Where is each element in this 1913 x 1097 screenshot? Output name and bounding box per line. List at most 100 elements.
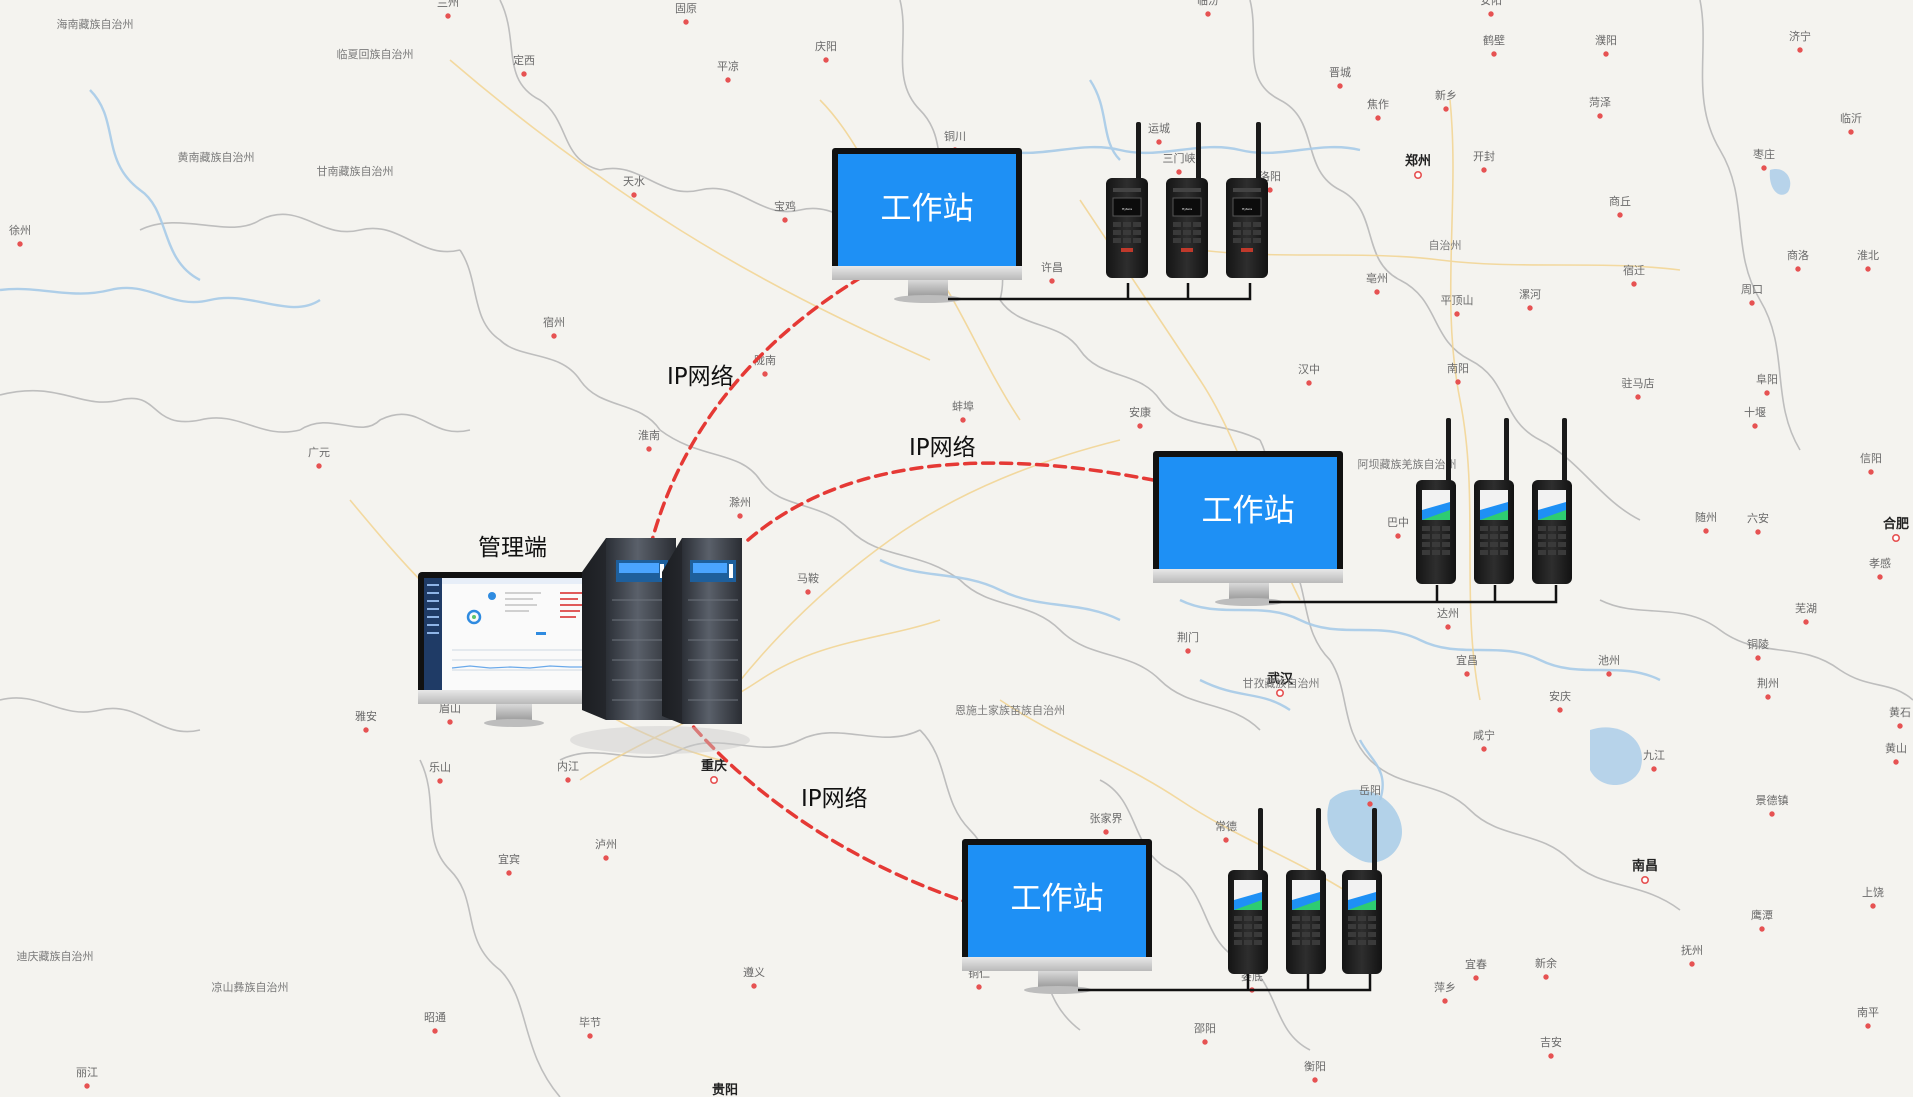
map-city-region: 凉山彝族自治州 [212, 980, 289, 994]
city-name-label: 晋城 [1329, 66, 1351, 79]
map-city-marker: 贵阳 [712, 1082, 738, 1097]
map-city-marker: 铜陵 [1747, 637, 1769, 661]
city-name-label: 新乡 [1435, 88, 1457, 102]
map-city-marker: 安庆 [1549, 689, 1571, 713]
workstation-top-label: 工作站 [881, 191, 974, 227]
map-city-region: 临夏回族自治州 [337, 47, 414, 61]
city-dot-icon [1749, 300, 1755, 306]
map-city-marker: 淮南 [638, 429, 660, 452]
city-dot-icon [1606, 671, 1612, 677]
city-dot-icon [1367, 801, 1373, 807]
map-city-marker: 焦作 [1367, 98, 1389, 121]
city-dot-icon [1205, 11, 1211, 17]
radio-group-top: Hytera Hytera Hytera [1106, 122, 1268, 278]
city-name-label: 南阳 [1447, 362, 1469, 375]
map-city-marker: 九江 [1643, 749, 1665, 772]
map-city-marker: 平凉 [717, 59, 739, 83]
city-dot-icon [960, 417, 966, 423]
map-city-marker: 孝感 [1869, 557, 1891, 580]
map-city-marker: 眉山 [439, 702, 461, 725]
map-city-marker: 荆门 [1177, 630, 1199, 654]
city-name-label: 安康 [1129, 405, 1151, 419]
ip-network-label-top: IP网络 [667, 364, 734, 390]
city-name-label: 九江 [1643, 749, 1665, 762]
city-dot-icon [631, 192, 637, 198]
city-dot-icon [1597, 113, 1603, 119]
city-name-label: 铜陵 [1747, 637, 1769, 651]
city-name-label: 合肥 [1883, 516, 1909, 532]
radio-icon [1532, 418, 1572, 584]
map-city-marker: 宜宾 [498, 852, 520, 876]
map-city-marker: 三门峡 [1163, 151, 1196, 175]
map-city-marker: 汉中 [1298, 363, 1320, 386]
server-rack [570, 538, 750, 754]
city-name-label: 景德镇 [1756, 793, 1789, 807]
city-name-label: 漯河 [1519, 288, 1541, 301]
map-city-marker: 亳州 [1366, 271, 1388, 295]
map-city-region: 海南藏族自治州 [57, 17, 134, 31]
map-city-marker: 商丘 [1609, 194, 1631, 218]
map-city-marker: 驻马店 [1622, 376, 1655, 400]
city-name-label: 宿迁 [1623, 263, 1645, 277]
city-dot-icon [751, 983, 757, 989]
city-dot-icon [1185, 648, 1191, 654]
city-dot-icon [1765, 694, 1771, 700]
city-name-label: 重庆 [701, 758, 727, 774]
city-name-label: 南平 [1857, 1006, 1879, 1019]
map-city-marker: 安康 [1129, 405, 1151, 429]
map-city-marker: 抚州 [1681, 943, 1703, 967]
ip-link-top [648, 255, 900, 550]
city-name-label: 阿坝藏族羌族自治州 [1358, 457, 1457, 471]
map-city-marker: 临沂 [1840, 111, 1862, 135]
map-city-marker: 荆州 [1757, 677, 1779, 700]
city-name-label: 济宁 [1789, 29, 1811, 43]
city-name-label: 十堰 [1744, 405, 1766, 419]
map-city-marker: 吉安 [1540, 1035, 1562, 1059]
map-city-marker: 临汾 [1197, 0, 1219, 17]
city-dot-icon [506, 870, 512, 876]
city-name-label: 内江 [557, 759, 579, 773]
dashboard-gauge-icon [466, 609, 482, 625]
city-dot-icon [1755, 655, 1761, 661]
city-dot-icon [1395, 533, 1401, 539]
city-dot-icon [1156, 139, 1162, 145]
map-city-marker: 商洛 [1787, 248, 1809, 272]
workstation-bottom-label: 工作站 [1011, 881, 1104, 917]
map-city-marker: 枣庄 [1753, 147, 1775, 171]
map-city-marker: 巴中 [1387, 516, 1409, 539]
city-name-label: 乐山 [429, 761, 451, 774]
city-name-label: 黄石 [1889, 705, 1911, 719]
city-name-label: 南昌 [1632, 858, 1658, 874]
city-name-label: 甘孜藏族自治州 [1243, 676, 1320, 690]
city-dot-icon [782, 217, 788, 223]
city-name-label: 徐州 [9, 223, 31, 237]
city-dot-icon [1481, 167, 1487, 173]
map-city-marker: 黄山 [1885, 741, 1907, 765]
city-name-label: 芜湖 [1795, 601, 1817, 615]
city-dot-icon [1635, 394, 1641, 400]
city-name-label: 汉中 [1298, 363, 1320, 376]
city-name-label: 荆门 [1177, 630, 1199, 644]
map-city-marker: 新余 [1535, 956, 1557, 980]
map-city-marker: 宿州 [543, 315, 565, 339]
map-city-region: 阿坝藏族羌族自治州 [1358, 457, 1457, 471]
map-city-marker: 宝鸡 [774, 199, 796, 223]
city-dot-icon [1527, 305, 1533, 311]
city-dot-icon [1481, 746, 1487, 752]
city-name-label: 安阳 [1480, 0, 1502, 7]
city-name-label: 商丘 [1609, 194, 1631, 208]
map-city-marker: 濮阳 [1595, 33, 1617, 57]
management-label: 管理端 [478, 535, 547, 561]
city-name-label: 常德 [1215, 819, 1237, 833]
city-name-label: 丽江 [76, 1066, 98, 1079]
city-name-label: 毕节 [579, 1016, 601, 1029]
radio-icon [1228, 808, 1268, 974]
map-city-marker: 昭通 [424, 1011, 446, 1034]
city-dot-icon [737, 513, 743, 519]
city-name-label: 池州 [1598, 654, 1620, 667]
city-name-label: 鹤壁 [1483, 33, 1505, 47]
radio-icon [1342, 808, 1382, 974]
svg-text:Hytera: Hytera [1242, 207, 1252, 211]
city-name-label: 淮南 [638, 429, 660, 442]
city-name-label: 邵阳 [1194, 1022, 1216, 1035]
